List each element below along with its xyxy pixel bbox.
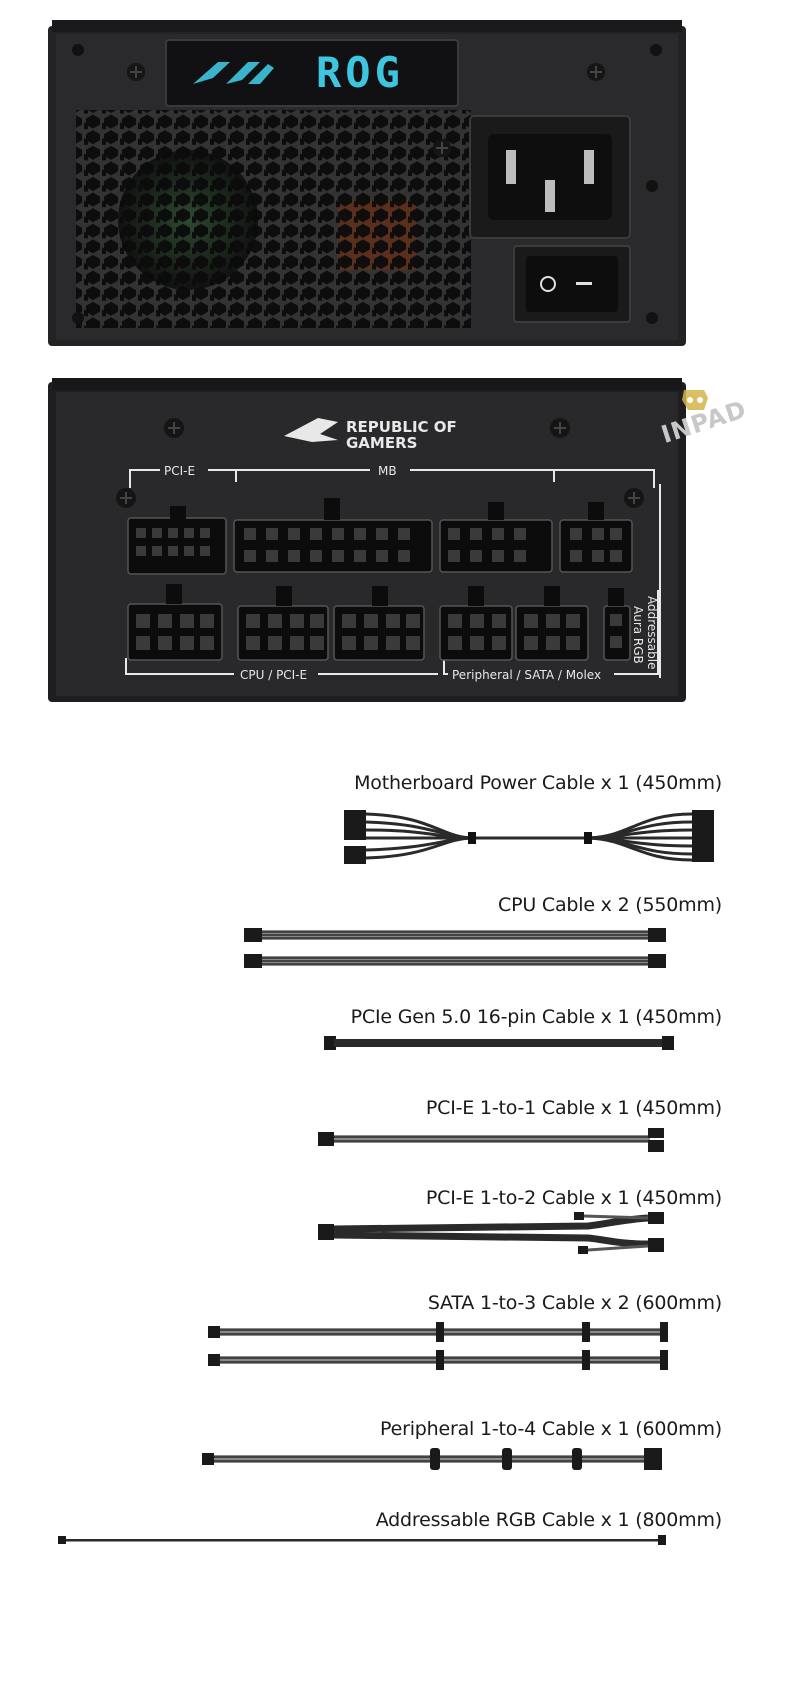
- cable-pcie-gen5-graphic: [324, 1036, 674, 1050]
- cable-pcie-1to1-graphic: [318, 1128, 664, 1152]
- rear-label-argb-line1: Addressable: [645, 596, 659, 669]
- cable-label-cpu: CPU Cable x 2 (550mm): [498, 894, 722, 916]
- cable-sata: [208, 1320, 684, 1372]
- rear-label-peripheral: Peripheral / SATA / Molex: [452, 668, 601, 682]
- cable-pcie-gen5: [324, 1034, 684, 1052]
- watermark-logo: INPAD: [658, 384, 770, 464]
- owl-icon: [682, 390, 708, 410]
- front-display-text: ROG: [316, 48, 404, 97]
- rear-label-mb: MB: [378, 464, 397, 478]
- cable-cpu: [244, 924, 684, 972]
- cable-label-sata: SATA 1-to-3 Cable x 2 (600mm): [427, 1292, 722, 1314]
- psu-rear-panel: REPUBLIC OF GAMERS PCI-E MB CPU / PCI-E …: [48, 378, 688, 706]
- cable-motherboard: [340, 800, 720, 876]
- rear-label-pcie: PCI-E: [164, 464, 195, 478]
- rear-label-argb-line2: Aura RGB: [631, 606, 645, 664]
- rear-brand-line1: REPUBLIC OF: [346, 418, 457, 436]
- cable-motherboard-graphic: [344, 810, 714, 864]
- cable-label-pcie-gen5: PCIe Gen 5.0 16-pin Cable x 1 (450mm): [350, 1006, 723, 1028]
- cable-cpu-graphic: [244, 928, 666, 968]
- psu-front-panel: ROG: [48, 20, 688, 350]
- cable-pcie-1to1: [318, 1126, 684, 1154]
- psu-rear-illustration: REPUBLIC OF GAMERS PCI-E MB CPU / PCI-E …: [48, 378, 686, 702]
- cable-label-pcie-1to2: PCI-E 1-to-2 Cable x 1 (450mm): [425, 1187, 722, 1209]
- cable-label-motherboard: Motherboard Power Cable x 1 (450mm): [354, 772, 722, 794]
- cable-peripheral: [202, 1444, 684, 1474]
- cable-sata-graphic: [208, 1322, 668, 1370]
- rear-label-cpu-pcie: CPU / PCI-E: [240, 668, 307, 682]
- cable-argb: [58, 1532, 684, 1548]
- cable-peripheral-graphic: [202, 1448, 662, 1470]
- cable-pcie-1to2-graphic: [318, 1212, 664, 1254]
- cable-pcie-1to2: [318, 1210, 684, 1254]
- cable-label-peripheral: Peripheral 1-to-4 Cable x 1 (600mm): [380, 1418, 722, 1440]
- cable-label-argb: Addressable RGB Cable x 1 (800mm): [375, 1509, 722, 1531]
- cable-label-pcie-1to1: PCI-E 1-to-1 Cable x 1 (450mm): [425, 1097, 722, 1119]
- rear-brand-line2: GAMERS: [346, 434, 417, 452]
- cable-argb-graphic: [58, 1535, 666, 1545]
- psu-front-illustration: [48, 20, 686, 346]
